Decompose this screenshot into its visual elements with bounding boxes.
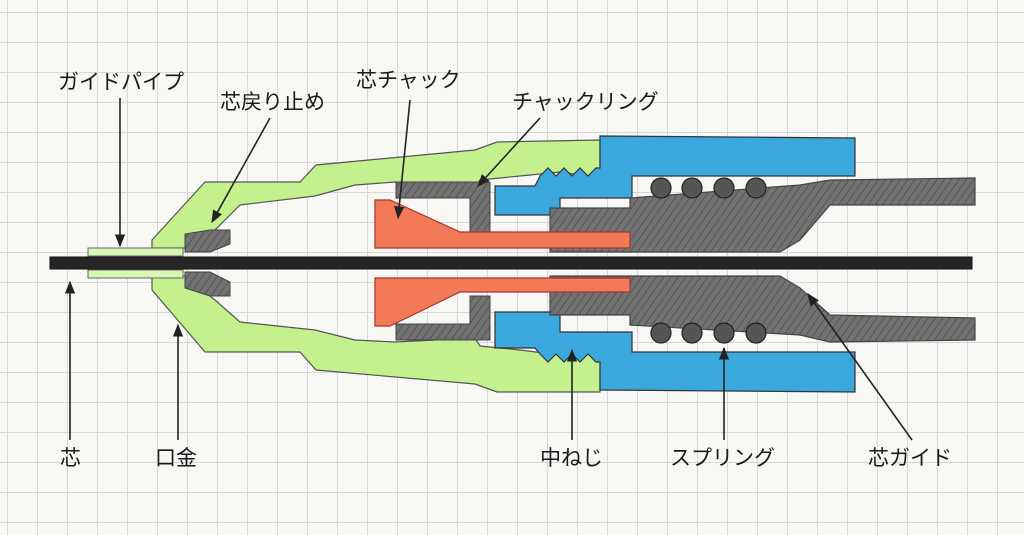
lead-stopper-upper [184, 229, 231, 253]
leader-lead-guide [807, 292, 913, 441]
inner-screw-upper [494, 135, 856, 216]
lead-chuck-lower [374, 277, 631, 327]
leader-chuck-ring [477, 117, 541, 187]
spring-coils-lower [650, 322, 767, 344]
label-inner-screw: 中ねじ [540, 446, 603, 470]
guide-pipe-lower [87, 269, 184, 279]
chuck-ring-lower [395, 295, 491, 341]
label-tip: 口金 [155, 446, 197, 470]
label-lead-guide: 芯ガイド [868, 446, 952, 470]
guide-pipe-upper [87, 247, 184, 257]
lead-rod [49, 256, 973, 270]
tip-body-upper [151, 139, 601, 249]
label-spring: スプリング [670, 446, 775, 470]
label-lead: 芯 [60, 446, 81, 470]
label-lead-stopper: 芯戻り止め [220, 90, 325, 114]
inner-screw-lower [494, 311, 856, 393]
lead-stopper-lower [184, 271, 231, 297]
label-lead-chuck: 芯チャック [356, 68, 461, 92]
lead-chuck-upper [374, 199, 631, 249]
leader-lead-chuck [394, 99, 411, 220]
label-guide-pipe: ガイドパイプ [58, 70, 184, 94]
spring-coils-upper [650, 177, 767, 199]
label-chuck-ring: チャックリング [512, 90, 659, 114]
leader-lead-stopper [211, 117, 271, 224]
